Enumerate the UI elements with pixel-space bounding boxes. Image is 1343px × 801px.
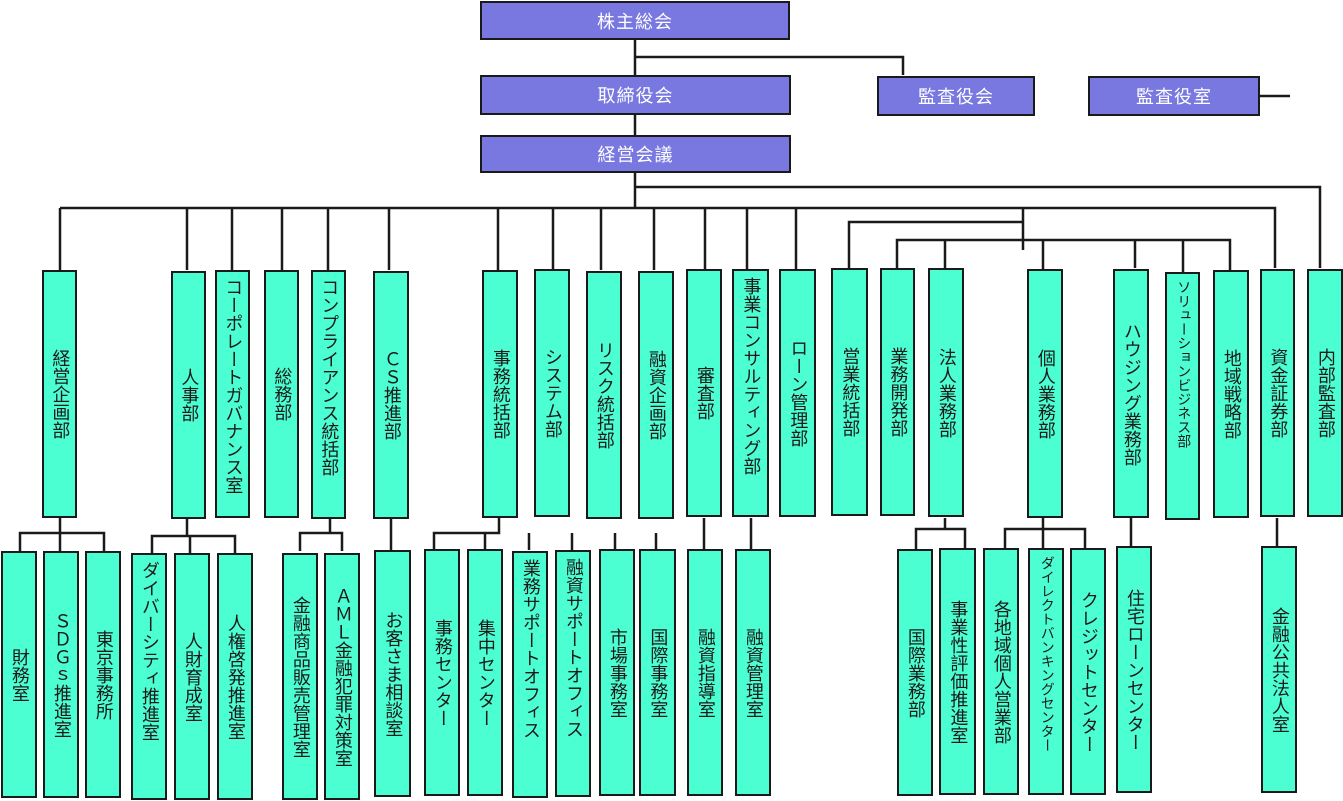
box-management-committee: 経営会議: [480, 135, 791, 173]
label: 監査役室: [1136, 87, 1212, 108]
connector-audit-dept: [635, 185, 1322, 268]
label: 取締役会: [597, 86, 674, 107]
dept-systems: システム部: [534, 269, 570, 517]
dept-compliance: コンプライアンス統括部: [311, 270, 346, 519]
connector-ops-children: [432, 518, 658, 550]
connector-business-bar: [895, 238, 1232, 272]
dept-operations: 事務統括部: [482, 270, 518, 518]
dept-corporate-business: 法人業務部: [928, 268, 964, 517]
dept-housing-business: ハウジング業務部: [1113, 269, 1149, 518]
dept-solution-business: ソリューションビジネス部: [1165, 272, 1200, 520]
office-loan-management: 融資管理室: [735, 549, 771, 796]
office-diversity: ダイバーシティ推進室: [131, 553, 167, 800]
dept-corporate-planning: 経営企画部: [42, 270, 77, 518]
office-housing-loan-center: 住宅ローンセンター: [1116, 546, 1152, 793]
label: 監査役会: [918, 87, 994, 108]
dept-internal-audit: 内部監査部: [1307, 269, 1343, 517]
box-shareholders-meeting: 株主総会: [480, 1, 790, 40]
connector-shareholders-audit: [635, 55, 905, 75]
connector-sales-bar: [847, 208, 1025, 268]
office-loan-guidance: 融資指導室: [687, 549, 723, 796]
box-audit-office: 監査役室: [1088, 76, 1260, 116]
dept-sales-coordination: 営業統括部: [831, 268, 868, 516]
dept-business-consulting: 事業コンサルティング部: [732, 269, 769, 517]
office-loan-support: 融資サポートオフィス: [555, 550, 591, 797]
connector-treasury: [1023, 206, 1277, 268]
dept-loan-planning: 融資企画部: [638, 271, 674, 519]
dept-corporate-governance: コーポレートガバナンス室: [215, 270, 250, 518]
office-business-support: 業務サポートオフィス: [512, 551, 548, 798]
label: 株主総会: [597, 11, 673, 33]
box-audit-board: 監査役会: [877, 76, 1035, 116]
dept-treasury-securities: 資金証券部: [1260, 269, 1295, 517]
dept-personal-business: 個人業務部: [1027, 269, 1063, 518]
office-talent-development: 人財育成室: [174, 553, 210, 800]
connector-planning-children: [18, 518, 106, 551]
connector-hr-children: [150, 518, 237, 553]
office-business-evaluation: 事業性評価推進室: [939, 548, 976, 795]
office-regional-personal-sales: 各地域個人営業部: [983, 548, 1019, 795]
office-finance: 財務室: [1, 551, 37, 798]
box-board-of-directors: 取締役会: [480, 75, 791, 115]
dept-risk: リスク統括部: [586, 271, 622, 519]
office-credit-center: クレジットセンター: [1070, 548, 1106, 795]
office-public-finance: 金融公共法人室: [1261, 546, 1297, 793]
office-international-operations: 国際事務室: [639, 549, 676, 796]
office-human-rights: 人権啓発推進室: [217, 553, 253, 800]
office-central-center: 集中センター: [467, 549, 503, 796]
office-market-operations: 市場事務室: [599, 549, 635, 796]
office-operations-center: 事務センター: [424, 549, 460, 796]
connector-compliance-children: [298, 518, 344, 551]
dept-human-resources: 人事部: [171, 271, 206, 519]
office-sdgs: ＳＤＧｓ推進室: [43, 551, 79, 798]
connector-left-drops: [58, 208, 798, 270]
dept-loan-management: ローン管理部: [779, 269, 816, 517]
office-customer-consultation: お客さま相談室: [374, 550, 411, 797]
dept-business-development: 業務開発部: [880, 268, 915, 516]
office-aml: ＡＭＬ金融犯罪対策室: [324, 553, 360, 800]
label: 経営会議: [597, 145, 674, 166]
office-tokyo: 東京事務所: [85, 551, 121, 798]
dept-regional-strategy: 地域戦略部: [1213, 270, 1249, 518]
office-international-business: 国際業務部: [897, 549, 933, 796]
connector-personal-children: [1003, 518, 1087, 549]
dept-cs-promotion: ＣＳ推進部: [373, 271, 409, 519]
dept-credit-review: 審査部: [686, 269, 722, 517]
office-direct-banking-center: ダイレクトバンキングセンター: [1028, 548, 1064, 795]
dept-general-affairs: 総務部: [264, 270, 299, 518]
connector-corporate-children: [914, 518, 967, 549]
office-financial-product-sales: 金融商品販売管理室: [282, 553, 318, 800]
